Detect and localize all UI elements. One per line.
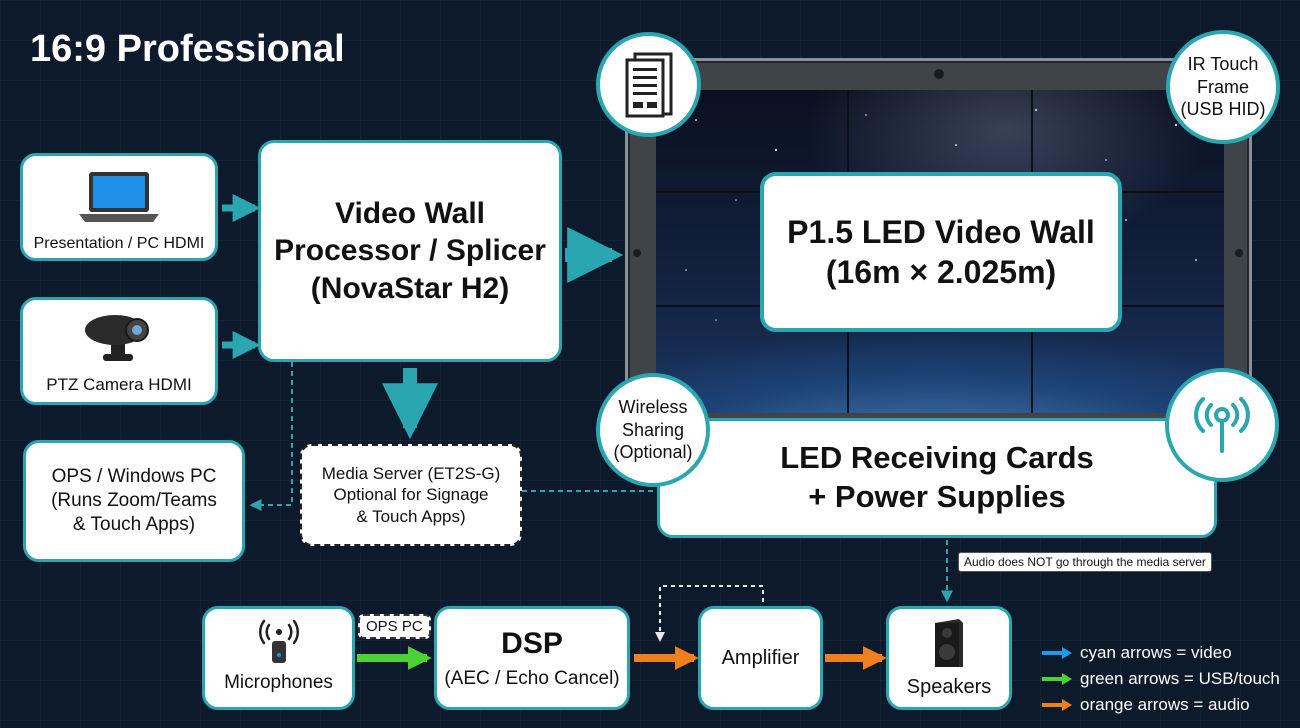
ptz-camera-box: PTZ Camera HDMI: [20, 297, 218, 405]
processor-line1: Video Wall: [334, 196, 486, 230]
legend-label-audio: orange arrows = audio: [1080, 695, 1250, 714]
pc-label: Presentation / PC HDMI: [33, 235, 205, 252]
ops-line1: OPS / Windows PC: [51, 466, 217, 488]
ops-windows-pc-box: OPS / Windows PC (Runs Zoom/Teams & Touc…: [23, 440, 245, 562]
wireless-line2: Sharing: [621, 419, 685, 440]
camera-dot: [934, 69, 944, 79]
wireless-sharing-badge: Wireless Sharing (Optional): [596, 373, 710, 487]
dsp-subtitle: (AEC / Echo Cancel): [444, 667, 620, 689]
wireless-line3: (Optional): [613, 442, 693, 463]
legend-item-video: cyan arrows = video: [1040, 640, 1280, 666]
legend-arrow-cyan: [1042, 647, 1072, 659]
dsp-title: DSP: [501, 627, 563, 661]
led-wall-label: P1.5 LED Video Wall (16m × 2.025m): [760, 172, 1122, 332]
media-server-line2: Optional for Signage: [333, 485, 489, 505]
legend-arrow-orange: [1042, 699, 1072, 711]
legend: cyan arrows = video green arrows = USB/t…: [1040, 640, 1280, 718]
media-server-line3: & Touch Apps): [356, 506, 466, 526]
side-button-right: [1235, 249, 1243, 257]
processor-line2: Processor / Splicer: [274, 234, 546, 268]
document-icon: [625, 52, 672, 117]
antenna-badge: [1165, 368, 1279, 482]
video-wall-processor-box: Video Wall Processor / Splicer (NovaStar…: [258, 140, 562, 362]
legend-label-video: cyan arrows = video: [1080, 643, 1232, 662]
receiving-cards-line1: LED Receiving Cards: [780, 440, 1094, 476]
audio-note: Audio does NOT go through the media serv…: [958, 552, 1212, 572]
microphones-label: Microphones: [224, 672, 333, 693]
speaker-icon: [935, 619, 963, 667]
side-button-left: [633, 249, 641, 257]
amplifier-label: Amplifier: [721, 646, 800, 669]
legend-item-audio: orange arrows = audio: [1040, 692, 1280, 718]
legend-label-usb: green arrows = USB/touch: [1080, 669, 1280, 688]
speakers-box: Speakers: [886, 606, 1012, 710]
led-receiving-cards-box: LED Receiving Cards + Power Supplies: [657, 418, 1217, 538]
ops-pc-tag: OPS PC: [358, 614, 431, 639]
microphone-icon: [258, 619, 299, 663]
amplifier-box: Amplifier: [698, 606, 823, 710]
ops-line3: & Touch Apps): [72, 513, 196, 535]
media-server-line1: Media Server (ET2S-G): [321, 464, 501, 484]
legend-item-usb: green arrows = USB/touch: [1040, 666, 1280, 692]
ir-touch-badge: IR Touch Frame (USB HID): [1166, 30, 1280, 144]
ops-line2: (Runs Zoom/Teams: [51, 490, 217, 512]
speakers-label: Speakers: [906, 676, 992, 698]
ir-touch-line3: (USB HID): [1180, 99, 1266, 120]
dsp-box: DSP (AEC / Echo Cancel): [434, 606, 630, 710]
legend-arrow-green: [1042, 673, 1072, 685]
dashed-feedback-loop: [655, 585, 764, 642]
ptz-camera-icon: [85, 315, 149, 361]
ir-touch-line1: IR Touch: [1187, 54, 1259, 75]
receiving-cards-line2: + Power Supplies: [808, 479, 1066, 514]
ir-touch-line2: Frame: [1196, 76, 1249, 97]
led-wall-title: P1.5 LED Video Wall: [787, 214, 1095, 250]
laptop-icon: [79, 172, 159, 222]
microphones-box: Microphones: [202, 606, 355, 710]
camera-label: PTZ Camera HDMI: [46, 375, 192, 394]
dashed-processor-to-ops: [249, 362, 293, 511]
led-wall-size: (16m × 2.025m): [825, 254, 1057, 290]
media-server-box: Media Server (ET2S-G) Optional for Signa…: [300, 444, 522, 546]
presentation-pc-box: Presentation / PC HDMI: [20, 153, 218, 261]
wireless-line1: Wireless: [618, 397, 688, 418]
wireless-antenna-icon: [1194, 397, 1250, 453]
processor-line3: (NovaStar H2): [310, 271, 510, 305]
page-title: 16:9 Professional: [30, 28, 345, 70]
document-badge: [596, 32, 701, 137]
